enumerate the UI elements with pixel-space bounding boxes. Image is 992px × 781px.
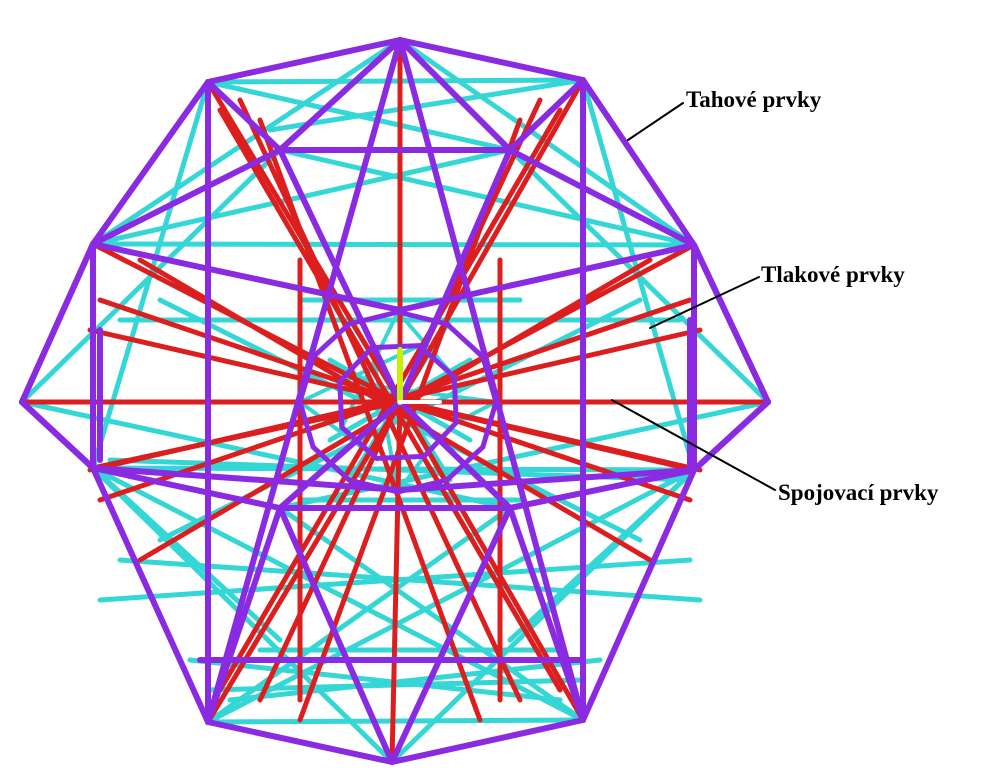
tension-element (346, 477, 401, 495)
connecting-element (205, 77, 586, 85)
compression-element (389, 399, 403, 765)
tension-element (397, 399, 513, 511)
tension-element (397, 147, 513, 405)
tension-element (339, 424, 380, 461)
connecting-element (205, 505, 513, 725)
tension-element (277, 505, 395, 765)
tension-element (507, 77, 586, 153)
connecting-element (205, 79, 513, 153)
connecting-element (267, 77, 586, 133)
tension-element (90, 79, 211, 247)
tension-element (580, 467, 697, 723)
tension-element (205, 79, 283, 153)
tension-element (580, 77, 697, 248)
tension-element (374, 453, 427, 461)
tension-element (90, 465, 211, 725)
tension-element (397, 37, 586, 83)
tension-element (346, 309, 401, 327)
tension-element (205, 37, 403, 85)
connecting-element (227, 657, 603, 703)
connecting-label-leader (611, 399, 776, 491)
tension-element (397, 467, 697, 493)
tension-element (205, 505, 283, 725)
compression-label-leader (649, 276, 760, 329)
tension-element (421, 420, 459, 459)
tension-element (389, 717, 586, 765)
tension-element (395, 309, 450, 327)
tension-element (277, 147, 403, 405)
tension-element (205, 719, 395, 765)
tension-element (19, 399, 96, 471)
tension-element (337, 345, 375, 384)
tension-element (90, 465, 403, 493)
tension-elements-label: Tahové prvky (686, 87, 822, 112)
tension-element (90, 147, 283, 247)
center-axis-group (397, 347, 442, 405)
tension-element (310, 444, 352, 483)
connecting-element (277, 399, 771, 511)
tension-element (444, 321, 486, 360)
connecting-element (396, 454, 427, 494)
tension-element (90, 465, 283, 511)
connecting-elements-label: Spojovací prvky (778, 480, 939, 505)
tension-element (480, 354, 499, 405)
tension-element (369, 343, 422, 351)
connecting-element (205, 467, 697, 725)
tension-element (297, 354, 316, 405)
tension-element (416, 343, 457, 380)
compression-elements-label: Tlakové prvky (761, 262, 905, 287)
tension-element (277, 399, 403, 511)
tension-element (337, 378, 345, 430)
tension-label-leader (627, 102, 684, 141)
tension-element (507, 147, 697, 248)
tension-element (507, 467, 697, 511)
compression-element (397, 77, 586, 405)
tension-element (90, 241, 403, 313)
tension-element (297, 399, 316, 450)
tension-element (444, 444, 486, 483)
connecting-element (90, 241, 697, 248)
tension-element (310, 321, 352, 360)
tension-element (691, 399, 771, 473)
tension-element (395, 477, 450, 495)
tension-elements-group (19, 37, 771, 765)
tension-element (691, 242, 771, 405)
tension-element (507, 505, 586, 723)
compression-element (397, 399, 586, 723)
tension-element (389, 505, 513, 765)
compression-element (257, 117, 483, 723)
compression-element (97, 297, 693, 503)
tension-element (480, 399, 499, 450)
tension-element (397, 37, 513, 153)
connecting-element (205, 717, 586, 725)
tension-element (19, 241, 96, 405)
connecting-element (454, 400, 498, 425)
tension-element (451, 374, 459, 426)
tension-element (277, 37, 403, 153)
label-leaders-group (611, 102, 776, 491)
tension-element (397, 242, 697, 313)
